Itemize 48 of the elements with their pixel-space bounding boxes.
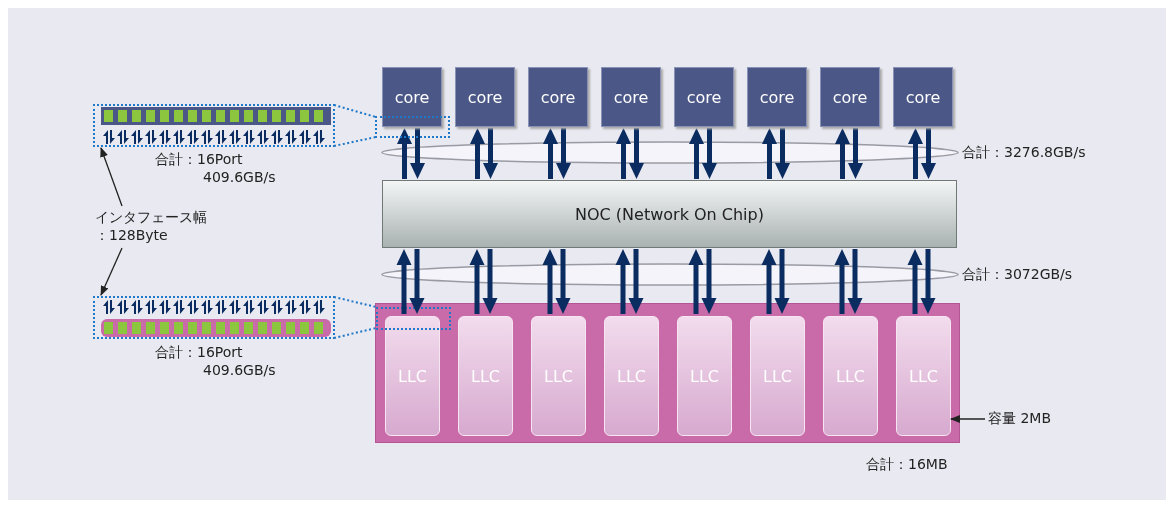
cache-box: LLC	[385, 316, 440, 436]
cache-box: LLC	[531, 316, 586, 436]
annotation-text: 容量 2MB	[988, 409, 1088, 427]
total-label: 合計：16Port 409.6GB/s	[155, 150, 277, 186]
double-arrow	[761, 249, 790, 314]
double-arrow	[908, 128, 936, 179]
cache-box: LLC	[896, 316, 951, 436]
double-arrow	[470, 128, 498, 179]
core-box: core	[674, 67, 734, 127]
cache-box: LLC	[750, 316, 805, 436]
double-arrow	[688, 249, 717, 314]
double-arrow	[689, 128, 717, 179]
double-arrow	[835, 128, 863, 179]
leader-line	[950, 415, 986, 423]
double-arrow	[542, 249, 571, 314]
annotation-text: インタフェース幅：128Byte	[95, 208, 213, 244]
double-arrow	[616, 128, 644, 179]
zoom-callout-line	[333, 136, 377, 147]
cache-panel	[375, 303, 960, 443]
bandwidth-label: 合計：3072GB/s	[962, 265, 1073, 283]
cache-box: LLC	[677, 316, 732, 436]
network-box: NOC (Network On Chip)	[382, 180, 957, 248]
core-box: core	[893, 67, 953, 127]
cache-box: LLC	[458, 316, 513, 436]
cache-box: LLC	[823, 316, 878, 436]
core-box: core	[747, 67, 807, 127]
double-arrow	[834, 249, 863, 314]
core-box: core	[382, 67, 442, 127]
cache-box: LLC	[604, 316, 659, 436]
zoom-callout-line	[333, 327, 377, 339]
zoom-callout-line	[333, 104, 377, 118]
double-arrow	[397, 128, 425, 179]
core-box: core	[820, 67, 880, 127]
core-box: core	[601, 67, 661, 127]
total-label: 合計：16MB	[866, 455, 949, 473]
core-box: core	[455, 67, 515, 127]
double-arrow	[469, 249, 498, 314]
double-arrow	[762, 128, 790, 179]
leader-line	[100, 147, 123, 207]
double-arrow	[615, 249, 644, 314]
double-arrow	[907, 249, 936, 314]
double-arrow	[543, 128, 571, 179]
bandwidth-label: 合計：3276.8GB/s	[962, 143, 1086, 161]
core-box: core	[528, 67, 588, 127]
double-arrow	[396, 249, 425, 314]
total-label: 合計：16Port 409.6GB/s	[155, 343, 277, 379]
zoom-callout-line	[333, 296, 377, 308]
leader-line	[100, 247, 123, 296]
